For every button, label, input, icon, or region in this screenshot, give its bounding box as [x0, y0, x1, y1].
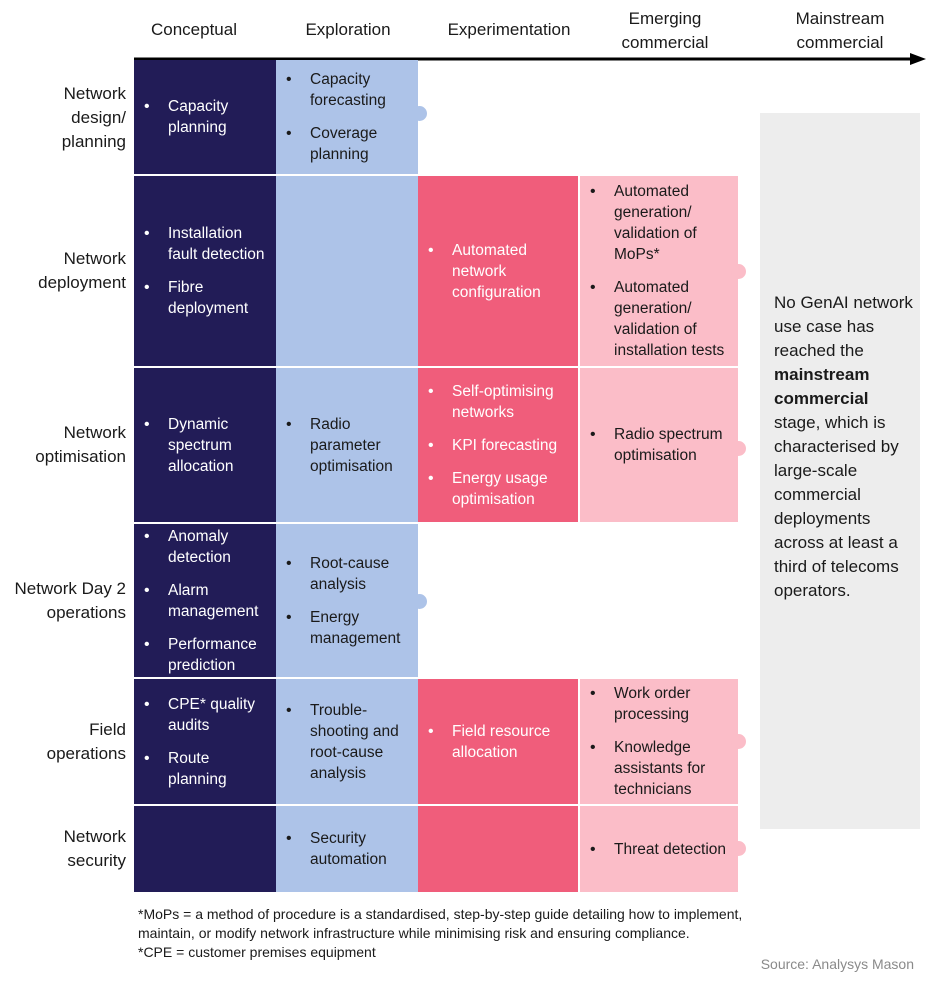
row-label-network-design-planning: Network design/ planning — [61, 84, 126, 151]
cell-field-conceptual: CPE* quality audits Route planning — [134, 679, 276, 804]
progress-dot — [412, 594, 427, 609]
timeline-arrow — [134, 53, 926, 65]
list-item: Automated generation/ validation of MoPs… — [590, 181, 732, 265]
list-item: Knowledge assistants for technicians — [590, 737, 732, 800]
list-item: Performance prediction — [144, 634, 270, 676]
list-item: Self-optimising networks — [428, 381, 572, 423]
list-item: Capacity planning — [144, 96, 270, 138]
list-item: Anomaly detection — [144, 526, 270, 568]
list-item: CPE* quality audits — [144, 694, 270, 736]
row-label-field-operations: Field operations — [46, 719, 126, 763]
cell-optimisation-experimentation: Self-optimising networks KPI forecasting… — [418, 368, 578, 522]
list-item: Root-cause analysis — [286, 553, 412, 595]
cell-deployment-exploration — [276, 176, 418, 366]
list-item: Energy management — [286, 607, 412, 649]
list-item: Trouble-shooting and root-cause analysis — [286, 700, 412, 784]
progress-dot — [731, 441, 746, 456]
progress-dot — [412, 106, 427, 121]
row-label-network-day2-operations: Network Day 2 operations — [14, 578, 126, 622]
footnote-cpe: *CPE = customer premises equipment — [138, 944, 376, 960]
cell-optimisation-exploration: Radio parameter optimisation — [276, 368, 418, 522]
list-item: Security automation — [286, 828, 412, 870]
list-item: Alarm management — [144, 580, 270, 622]
list-item: KPI forecasting — [428, 435, 572, 456]
cell-security-emerging: Threat detection — [580, 806, 738, 892]
list-item: Route planning — [144, 748, 270, 790]
cell-design-exploration: Capacity forecasting Coverage planning — [276, 60, 418, 174]
list-item: Automated network configuration — [428, 240, 572, 303]
list-item: Field resource allocation — [428, 721, 572, 763]
footnote-mops: *MoPs = a method of procedure is a stand… — [138, 906, 743, 941]
cell-security-experimentation — [418, 806, 578, 892]
cell-field-experimentation: Field resource allocation — [418, 679, 578, 804]
mainstream-note-text: No GenAI network use case has reached th… — [774, 293, 913, 600]
mainstream-note-box: No GenAI network use case has reached th… — [760, 113, 920, 829]
cell-security-exploration: Security automation — [276, 806, 418, 892]
cell-security-conceptual — [134, 806, 276, 892]
cell-deployment-emerging: Automated generation/ validation of MoPs… — [580, 176, 738, 366]
list-item: Coverage planning — [286, 123, 412, 165]
cell-deployment-conceptual: Installation fault detection Fibre deplo… — [134, 176, 276, 366]
list-item: Installation fault detection — [144, 223, 270, 265]
row-label-network-optimisation: Network optimisation — [35, 423, 126, 466]
cell-day2-conceptual: Anomaly detection Alarm management Perfo… — [134, 524, 276, 677]
list-item: Automated generation/ validation of inst… — [590, 277, 732, 361]
cell-optimisation-emerging: Radio spectrum optimisation — [580, 368, 738, 522]
row-label-network-security: Network security — [63, 827, 126, 870]
source-credit: Source: Analysys Mason — [760, 956, 914, 972]
cell-deployment-experimentation: Automated network configuration — [418, 176, 578, 366]
list-item: Work order processing — [590, 683, 732, 725]
list-item: Dynamic spectrum allocation — [144, 414, 270, 477]
list-item: Radio spectrum optimisation — [590, 424, 732, 466]
cell-design-conceptual: Capacity planning — [134, 60, 276, 174]
progress-dot — [731, 734, 746, 749]
progress-dot — [731, 264, 746, 279]
list-item: Capacity forecasting — [286, 69, 412, 111]
row-label-network-deployment: Network deployment — [38, 249, 126, 292]
progress-dot — [731, 841, 746, 856]
list-item: Threat detection — [590, 839, 732, 860]
stage-header-exploration: Exploration — [305, 20, 391, 39]
stage-header-conceptual: Conceptual — [150, 20, 237, 39]
list-item: Radio parameter optimisation — [286, 414, 412, 477]
cell-optimisation-conceptual: Dynamic spectrum allocation — [134, 368, 276, 522]
list-item: Energy usage optimisation — [428, 468, 572, 510]
stage-header-experimentation: Experimentation — [447, 20, 571, 39]
cell-day2-exploration: Root-cause analysis Energy management — [276, 524, 418, 677]
list-item: Fibre deployment — [144, 277, 270, 319]
cell-field-emerging: Work order processing Knowledge assistan… — [580, 679, 738, 804]
cell-field-exploration: Trouble-shooting and root-cause analysis — [276, 679, 418, 804]
stage-header-emerging-commercial: Emerging commercial — [621, 9, 709, 52]
stage-header-mainstream-commercial: Mainstream commercial — [795, 9, 885, 52]
